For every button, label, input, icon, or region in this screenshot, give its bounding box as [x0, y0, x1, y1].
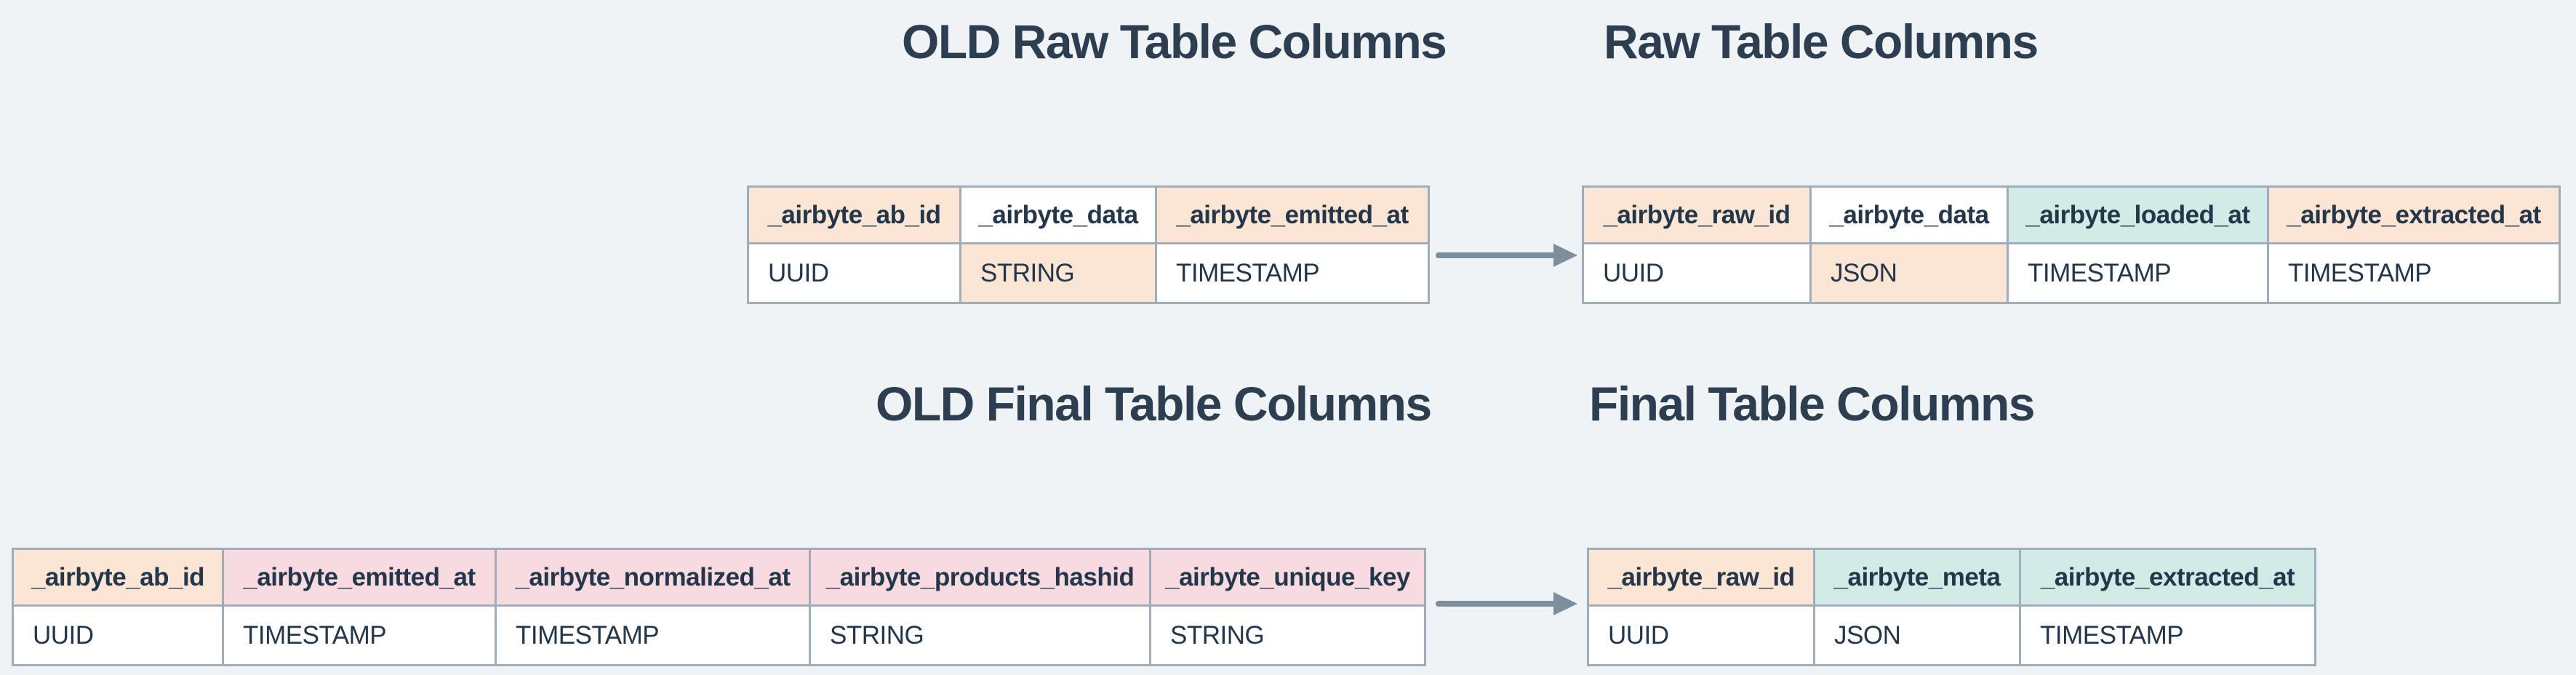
column-type-cell: UUID: [749, 244, 959, 302]
column-type-cell: TIMESTAMP: [497, 607, 809, 664]
column-type-cell: TIMESTAMP: [224, 607, 495, 664]
column-type-cell: JSON: [1812, 244, 2007, 302]
column-header-cell: _airbyte_ab_id: [14, 550, 222, 604]
column-type-cell: TIMESTAMP: [1157, 244, 1428, 302]
column-header-cell: _airbyte_loaded_at: [2009, 188, 2267, 242]
column-type-cell: TIMESTAMP: [2021, 607, 2314, 664]
title-raw-table-columns: Raw Table Columns: [1604, 15, 2039, 68]
raw-table-arrow-icon: [1436, 244, 1577, 267]
column-type-cell: TIMESTAMP: [2269, 244, 2559, 302]
column-header-cell: _airbyte_raw_id: [1584, 188, 1809, 242]
column-header-cell: _airbyte_data: [961, 188, 1155, 242]
column-header-cell: _airbyte_raw_id: [1589, 550, 1813, 604]
old-final-table: _airbyte_ab_id _airbyte_emitted_at _airb…: [12, 548, 1426, 666]
column-type-cell: UUID: [1589, 607, 1813, 664]
column-type-cell: STRING: [961, 244, 1155, 302]
column-header-cell: _airbyte_data: [1812, 188, 2007, 242]
column-type-cell: UUID: [1584, 244, 1809, 302]
column-header-cell: _airbyte_products_hashid: [811, 550, 1149, 604]
column-header-cell: _airbyte_ab_id: [749, 188, 959, 242]
old-raw-table: _airbyte_ab_id _airbyte_data _airbyte_em…: [747, 185, 1430, 304]
title-old-raw-table-columns: OLD Raw Table Columns: [902, 15, 1447, 68]
column-header-cell: _airbyte_emitted_at: [1157, 188, 1428, 242]
column-type-cell: UUID: [14, 607, 222, 664]
title-old-final-table-columns: OLD Final Table Columns: [876, 377, 1432, 431]
column-header-cell: _airbyte_normalized_at: [497, 550, 809, 604]
column-header-cell: _airbyte_meta: [1815, 550, 2019, 604]
column-header-cell: _airbyte_extracted_at: [2021, 550, 2314, 604]
column-header-cell: _airbyte_extracted_at: [2269, 188, 2559, 242]
column-type-cell: STRING: [1151, 607, 1424, 664]
new-final-table: _airbyte_raw_id _airbyte_meta _airbyte_e…: [1587, 548, 2316, 666]
column-type-cell: STRING: [811, 607, 1149, 664]
column-header-cell: _airbyte_emitted_at: [224, 550, 495, 604]
title-final-table-columns: Final Table Columns: [1589, 377, 2036, 431]
column-header-cell: _airbyte_unique_key: [1151, 550, 1424, 604]
final-table-arrow-icon: [1436, 592, 1577, 615]
new-raw-table: _airbyte_raw_id _airbyte_data _airbyte_l…: [1582, 185, 2561, 304]
column-type-cell: TIMESTAMP: [2009, 244, 2267, 302]
column-type-cell: JSON: [1815, 607, 2019, 664]
